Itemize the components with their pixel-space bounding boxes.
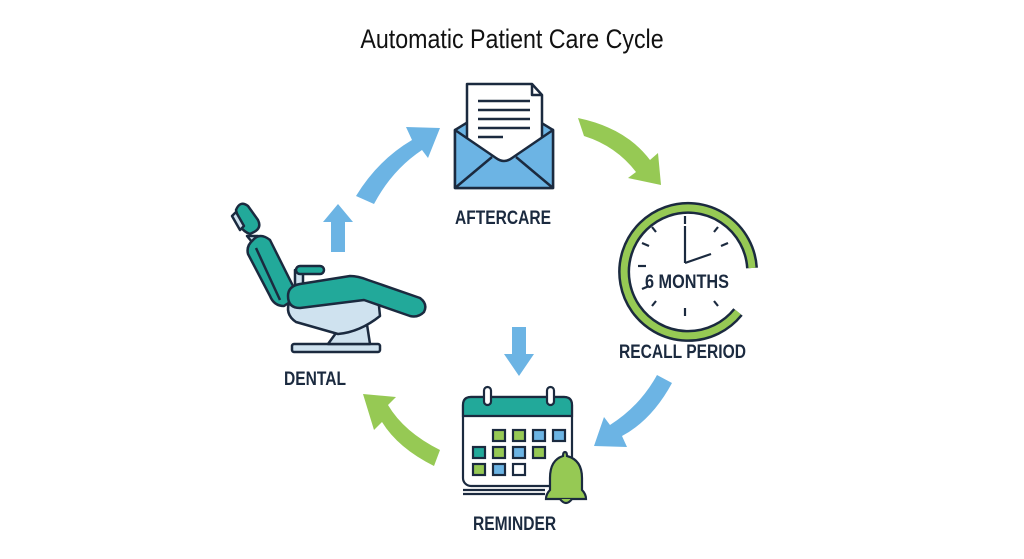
- node-label-aftercare: AFTERCARE: [455, 208, 552, 229]
- arrow-up: [323, 204, 353, 252]
- envelope-letter-icon: [453, 82, 555, 190]
- calendar-bell-icon: [461, 385, 588, 505]
- node-label-dental: DENTAL: [284, 369, 347, 390]
- arrow-aftercare-to-recall: [578, 118, 661, 185]
- arrow-dental-to-aftercare: [356, 127, 440, 204]
- node-label-recall-period: RECALL PERIOD: [619, 342, 746, 363]
- arrow-recall-to-reminder: [594, 375, 672, 447]
- node-label-reminder: REMINDER: [473, 514, 557, 535]
- arrow-down: [504, 327, 534, 376]
- clock-icon: [618, 201, 758, 342]
- arrow-reminder-to-dental: [363, 394, 440, 466]
- diagram-title: Automatic Patient Care Cycle: [360, 24, 664, 54]
- dental-chair-icon: [230, 202, 427, 354]
- clock-duration-text: 6 MONTHS: [645, 272, 729, 293]
